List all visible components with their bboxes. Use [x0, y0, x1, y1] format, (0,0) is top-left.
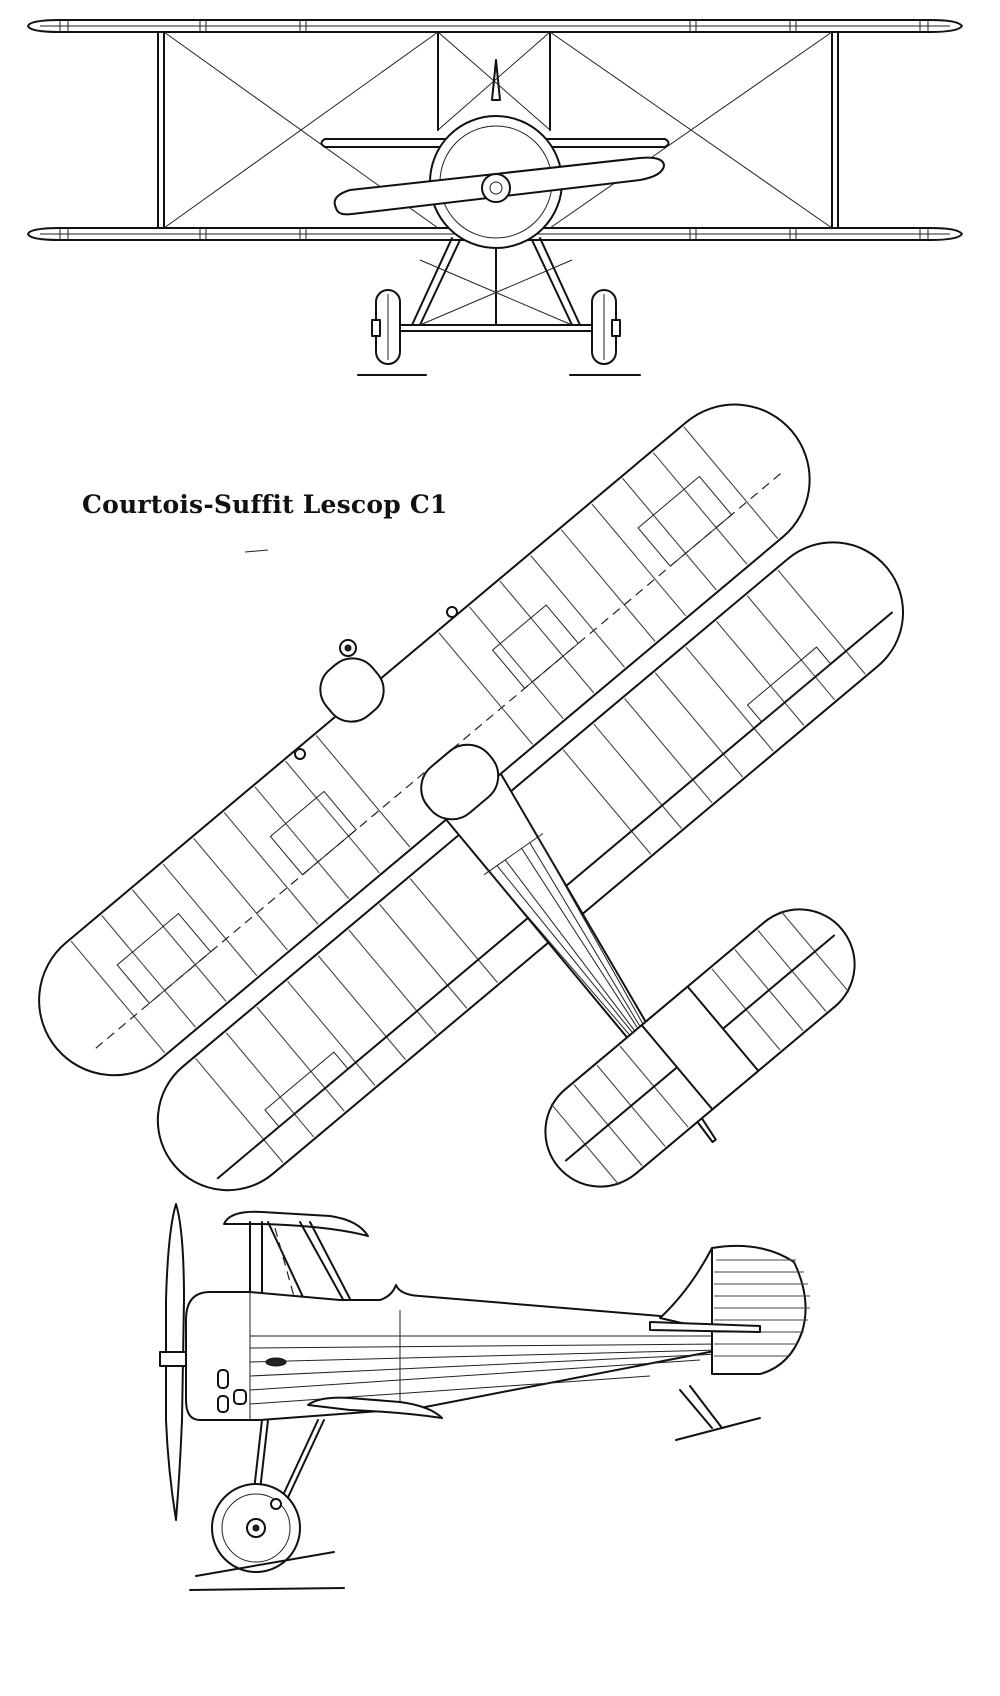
side-lower-wing [307, 1396, 443, 1419]
front-view [27, 19, 963, 376]
front-propeller-hub [481, 173, 511, 203]
front-fin [491, 59, 501, 101]
plan-strut-fitting [294, 748, 306, 760]
plan-tailplane [544, 908, 856, 1188]
front-undercarriage [399, 237, 593, 332]
front-wheel-right [591, 289, 621, 365]
side-ground-line-front [195, 1551, 335, 1577]
drawing-title: Courtois-Suffit Lescop C1 [82, 490, 448, 519]
side-tailplane [649, 1321, 761, 1333]
front-upper-wing-ribs [59, 20, 929, 32]
side-view [159, 1203, 810, 1591]
side-exhaust-port [265, 1357, 287, 1367]
side-fuselage [185, 1284, 761, 1421]
side-rudder [711, 1244, 807, 1375]
side-main-wheel [211, 1483, 301, 1573]
side-upper-wing [223, 1210, 369, 1237]
plan-engine-nose [319, 639, 385, 723]
plan-view [38, 403, 905, 1192]
side-tail-skid [679, 1389, 713, 1429]
plan-upper-wing [38, 403, 811, 1077]
side-ground-line-tail [675, 1417, 761, 1441]
front-wheel-left [371, 289, 401, 365]
front-interplane-struts [157, 31, 839, 229]
side-fin [659, 1247, 713, 1331]
side-propeller-hub [159, 1351, 187, 1367]
